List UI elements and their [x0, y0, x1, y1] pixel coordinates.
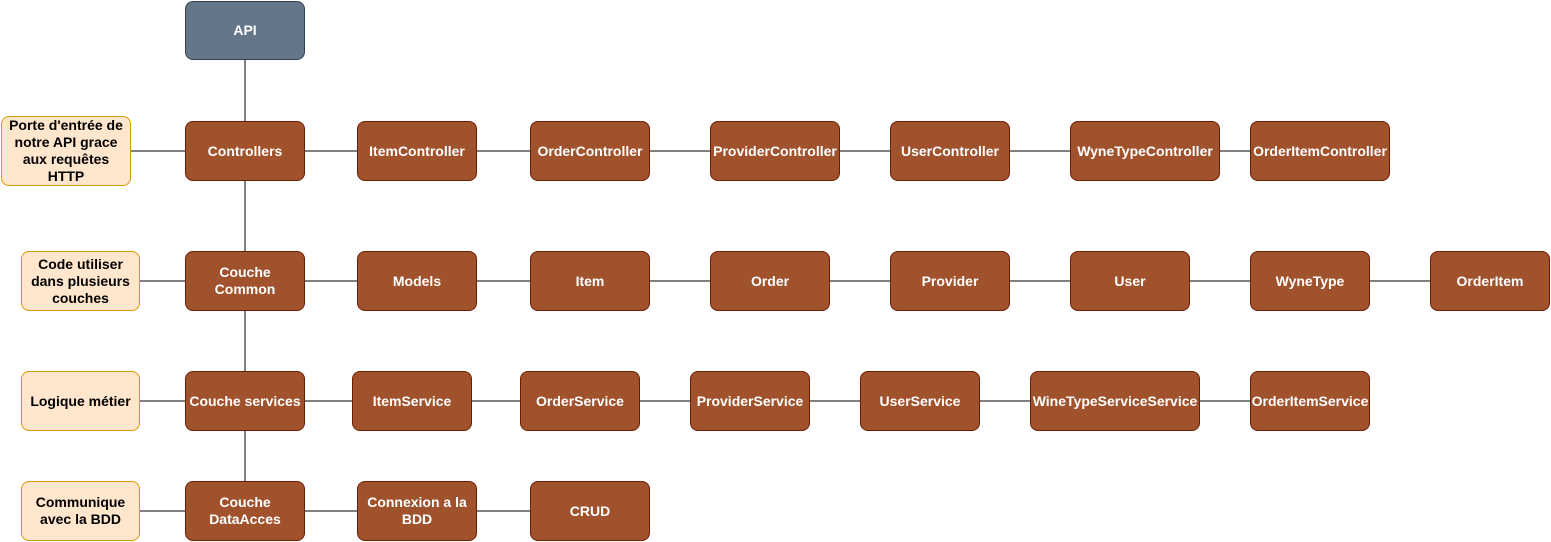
- orderitem-controller-node: OrderItemController: [1250, 121, 1390, 181]
- note-services: Logique métier: [21, 371, 140, 431]
- winetype-service-node: WineTypeServiceService: [1030, 371, 1200, 431]
- order-service-node: OrderService: [520, 371, 640, 431]
- order-controller-node: OrderController: [530, 121, 650, 181]
- item-controller-node: ItemController: [357, 121, 477, 181]
- user-node: User: [1070, 251, 1190, 311]
- orderitem-node: OrderItem: [1430, 251, 1550, 311]
- item-node: Item: [530, 251, 650, 311]
- orderitem-service-node: OrderItemService: [1250, 371, 1370, 431]
- order-node: Order: [710, 251, 830, 311]
- api-node: API: [185, 1, 305, 60]
- models-node: Models: [357, 251, 477, 311]
- note-dataacces: Communique avec la BDD: [21, 481, 140, 541]
- note-controllers: Porte d'entrée de notre API grace aux re…: [1, 116, 131, 186]
- controllers-node: Controllers: [185, 121, 305, 181]
- provider-controller-node: ProviderController: [710, 121, 840, 181]
- crud-node: CRUD: [530, 481, 650, 541]
- item-service-node: ItemService: [352, 371, 472, 431]
- services-node: Couche services: [185, 371, 305, 431]
- provider-node: Provider: [890, 251, 1010, 311]
- note-common: Code utiliser dans plusieurs couches: [21, 251, 140, 311]
- wynetype-node: WyneType: [1250, 251, 1370, 311]
- provider-service-node: ProviderService: [690, 371, 810, 431]
- wynetype-controller-node: WyneTypeController: [1070, 121, 1220, 181]
- connexion-node: Connexion a la BDD: [357, 481, 477, 541]
- dataacces-node: Couche DataAcces: [185, 481, 305, 541]
- user-controller-node: UserController: [890, 121, 1010, 181]
- common-node: Couche Common: [185, 251, 305, 311]
- user-service-node: UserService: [860, 371, 980, 431]
